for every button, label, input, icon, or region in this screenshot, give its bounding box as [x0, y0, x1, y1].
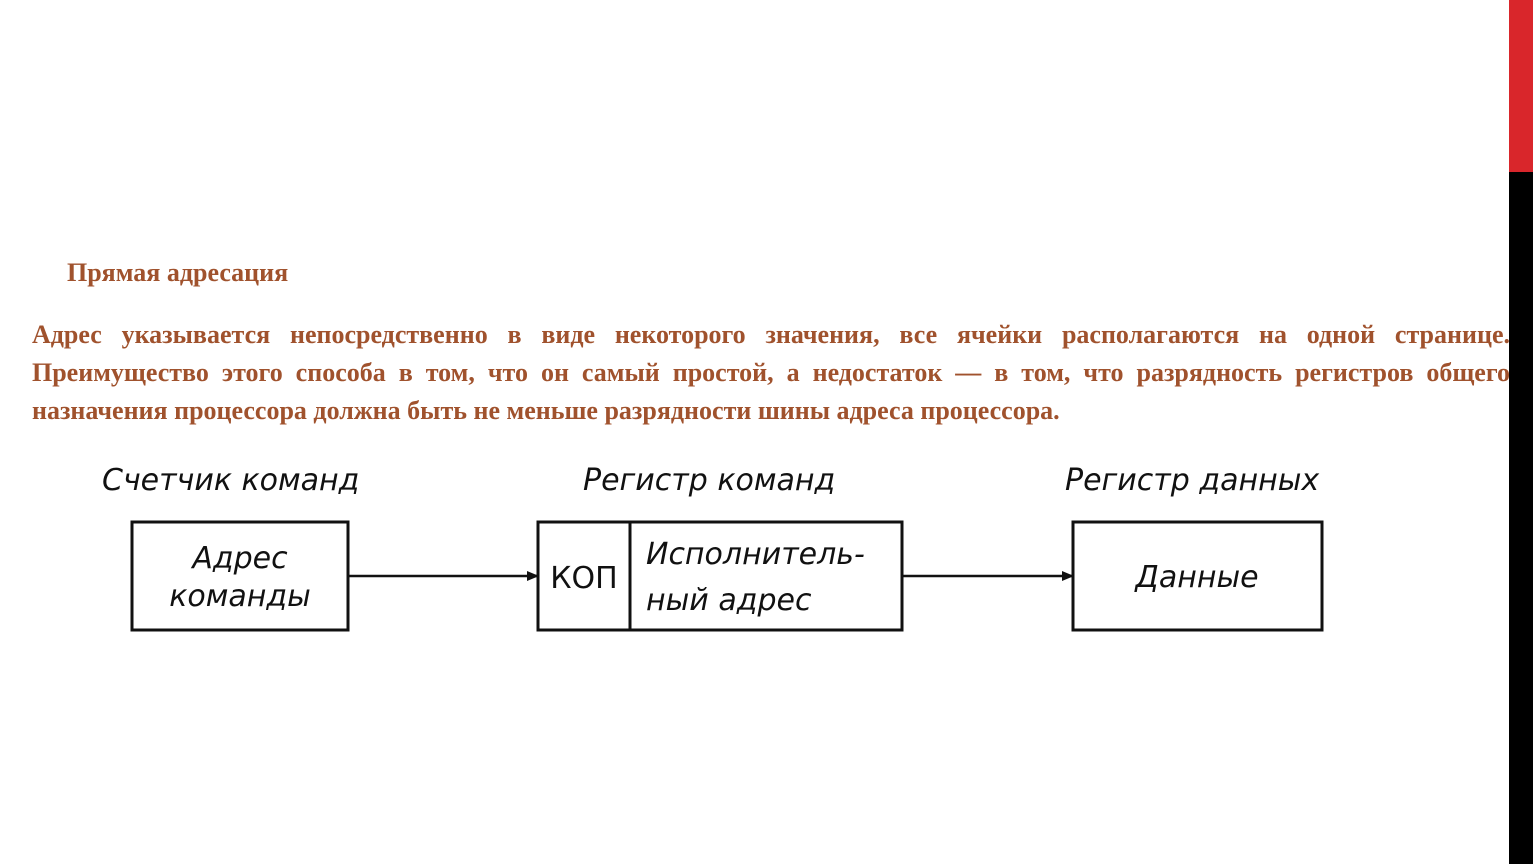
- accent-bar-red: [1509, 0, 1533, 172]
- data-register-label: Регистр данных: [1065, 463, 1319, 498]
- counter-label: Счетчик команд: [102, 463, 359, 498]
- data-register-box: [1071, 520, 1324, 632]
- slide-title: Прямая адресация: [67, 258, 289, 287]
- addressing-diagram: Счетчик команд Регистр команд Регистр да…: [80, 452, 1380, 662]
- address-text-line1: Исполнитель-: [646, 537, 865, 572]
- instruction-register-label: Регистр команд: [583, 463, 835, 498]
- data-text: Данные: [1133, 560, 1258, 595]
- counter-text-line1: Адрес: [190, 541, 288, 576]
- counter-box: [130, 520, 350, 632]
- opcode-text: КОП: [550, 561, 617, 596]
- counter-text-line2: команды: [169, 579, 311, 614]
- address-text-line2: ный адрес: [646, 583, 812, 618]
- slide-body-text: Адрес указывается непосредственно в виде…: [32, 320, 1510, 425]
- instruction-register-box: [536, 520, 904, 632]
- accent-bar-black: [1509, 172, 1533, 864]
